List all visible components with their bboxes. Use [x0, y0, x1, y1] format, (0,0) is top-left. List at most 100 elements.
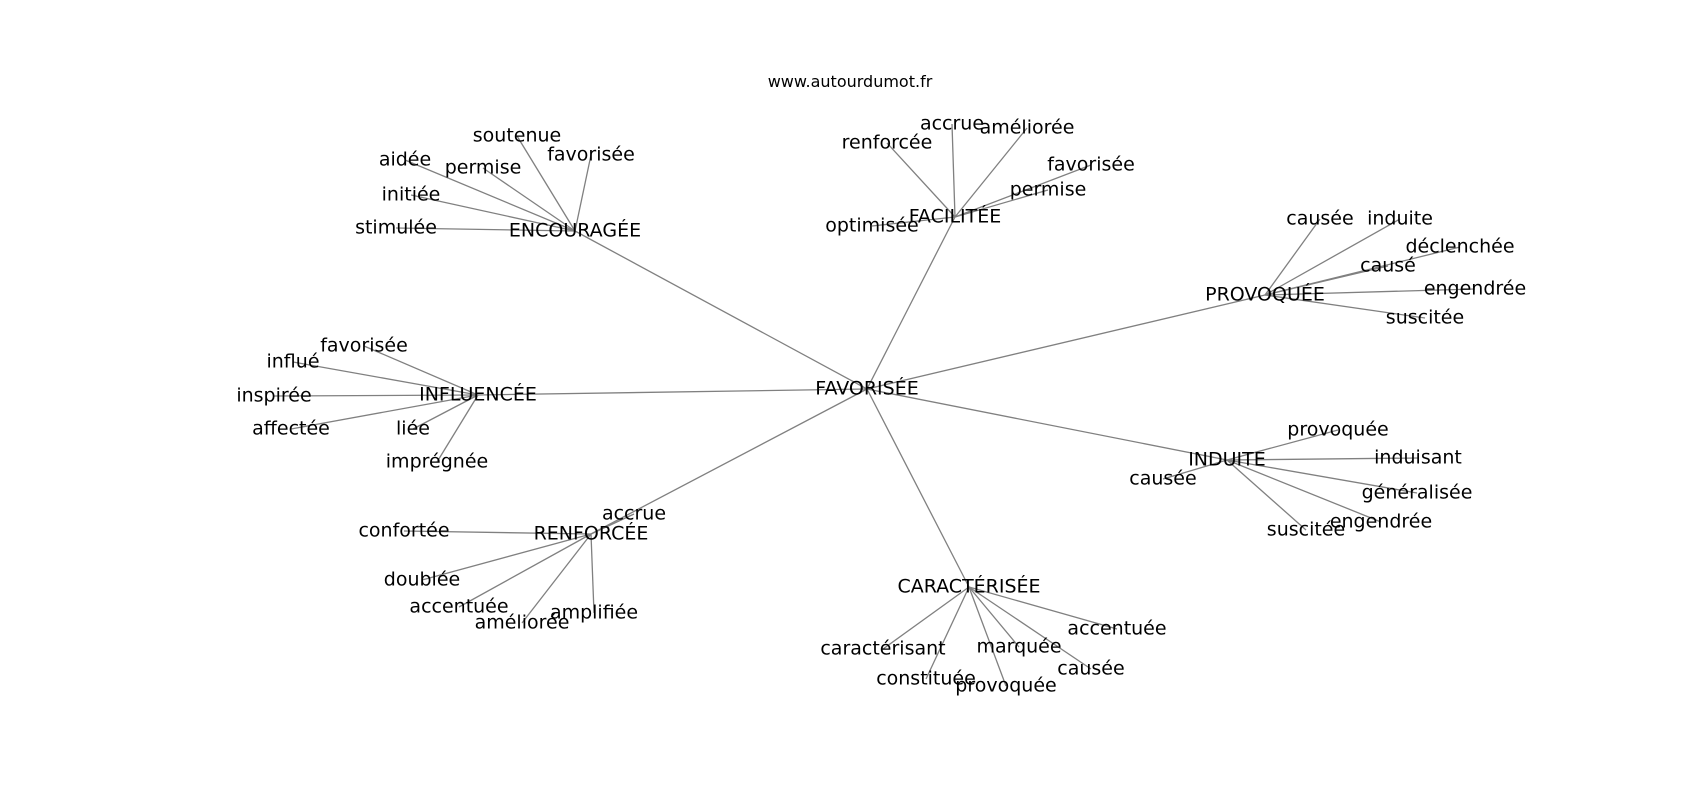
node-leaf-renforcee-amplifiee[interactable]: amplifiée: [550, 602, 638, 624]
edge-influencee-impregnee: [436, 394, 479, 463]
edge-encouragee-permise: [482, 167, 576, 232]
edge-caracterisee-marquee: [968, 586, 1020, 648]
node-leaf-influencee-liee[interactable]: liée: [396, 418, 430, 440]
edge-induite-causee: [1162, 459, 1228, 480]
edge-induite-engendree: [1226, 459, 1382, 523]
edge-renforcee-accentuee: [458, 533, 592, 608]
node-leaf-facilitee-renforcee[interactable]: renforcée: [842, 132, 933, 154]
edge-caracterisee-constituee: [925, 586, 970, 680]
node-hub-influencee[interactable]: INFLUENCÉE: [419, 383, 537, 406]
node-leaf-caracterisee-marquee[interactable]: marquée: [976, 636, 1061, 658]
edge-facilitee-favorisee: [954, 164, 1092, 218]
node-leaf-renforcee-accrue[interactable]: accrue: [602, 503, 666, 525]
edge-root-encouragee: [574, 230, 868, 390]
edge-renforcee-confortee: [403, 530, 592, 535]
node-leaf-influencee-affectee[interactable]: affectée: [252, 418, 330, 440]
edge-induite-generalisee: [1226, 459, 1418, 494]
node-leaf-encouragee-favorisee[interactable]: favorisée: [547, 144, 635, 166]
edge-facilitee-amelioree: [954, 127, 1028, 218]
node-leaf-influencee-impregnee[interactable]: imprégnée: [386, 451, 488, 473]
node-leaf-provoquee-engendree[interactable]: engendrée: [1424, 278, 1526, 300]
watermark-text: www.autourdumot.fr: [767, 72, 933, 91]
edge-influencee-inspiree: [273, 394, 479, 397]
node-leaf-facilitee-accrue[interactable]: accrue: [920, 113, 984, 135]
edge-induite-suscitee: [1226, 459, 1307, 531]
node-leaf-influencee-favorisee[interactable]: favorisée: [320, 335, 408, 357]
node-hub-provoquee[interactable]: PROVOQUÉE: [1205, 283, 1325, 306]
node-hub-induite[interactable]: INDUITE: [1188, 449, 1266, 471]
edge-provoquee-causee: [1264, 218, 1321, 296]
edge-root-renforcee: [590, 388, 868, 535]
edge-provoquee-induite: [1264, 218, 1401, 296]
node-leaf-facilitee-optimisee[interactable]: optimisée: [825, 215, 918, 237]
edge-facilitee-accrue: [951, 123, 956, 218]
node-leaf-induite-suscitee[interactable]: suscitée: [1267, 519, 1345, 541]
node-leaf-provoquee-suscitee[interactable]: suscitée: [1386, 307, 1464, 329]
node-root-favorisee[interactable]: FAVORISÉE: [815, 377, 918, 400]
edge-caracterisee-provoquee: [968, 586, 1007, 687]
edge-influencee-influe: [292, 361, 479, 396]
edge-provoquee-suscitee: [1264, 294, 1426, 319]
node-leaf-provoquee-cause[interactable]: causé: [1360, 255, 1416, 277]
edge-encouragee-initiee: [410, 194, 576, 232]
edge-root-provoquee: [866, 294, 1266, 390]
node-leaf-facilitee-favorisee[interactable]: favorisée: [1047, 154, 1135, 176]
edge-caracterisee-caracterisant: [882, 586, 970, 650]
edge-root-influencee: [477, 388, 868, 396]
node-leaf-provoquee-declenchee[interactable]: déclenchée: [1405, 236, 1514, 258]
edge-caracterisee-causee: [968, 586, 1092, 670]
edge-renforcee-accrue: [590, 513, 635, 535]
edge-influencee-favorisee: [363, 345, 479, 396]
node-leaf-encouragee-stimulee[interactable]: stimulée: [355, 217, 437, 239]
edge-facilitee-permise: [954, 189, 1049, 218]
node-hub-caracterisee[interactable]: CARACTÉRISÉE: [897, 575, 1040, 598]
node-leaf-caracterisee-causee[interactable]: causée: [1057, 658, 1124, 680]
node-hub-facilitee[interactable]: FACILITÉE: [909, 205, 1002, 228]
edge-caracterisee-accentuee: [968, 586, 1118, 630]
node-leaf-caracterisee-constituee[interactable]: constituée: [876, 668, 976, 690]
edge-encouragee-favorisee: [574, 154, 592, 232]
edge-encouragee-aidee: [404, 159, 576, 232]
node-leaf-encouragee-aidee[interactable]: aidée: [379, 149, 431, 171]
node-leaf-encouragee-soutenue[interactable]: soutenue: [473, 125, 561, 147]
node-leaf-provoquee-causee[interactable]: causée: [1286, 208, 1353, 230]
node-leaf-caracterisee-accentuee[interactable]: accentuée: [1067, 618, 1166, 640]
edge-renforcee-amelioree: [521, 533, 592, 624]
node-leaf-facilitee-amelioree[interactable]: améliorée: [980, 117, 1075, 139]
node-leaf-induite-engendree[interactable]: engendrée: [1330, 511, 1432, 533]
edge-encouragee-soutenue: [516, 135, 576, 232]
node-leaf-encouragee-initiee[interactable]: initiée: [382, 184, 441, 206]
node-leaf-provoquee-induite[interactable]: induite: [1367, 208, 1433, 230]
edge-provoquee-cause: [1264, 265, 1389, 296]
node-leaf-renforcee-accentuee[interactable]: accentuée: [409, 596, 508, 618]
node-leaf-renforcee-confortee[interactable]: confortée: [358, 520, 449, 542]
node-leaf-caracterisee-provoquee[interactable]: provoquée: [955, 675, 1056, 697]
edges-layer: [273, 123, 1476, 687]
edge-encouragee-stimulee: [395, 227, 576, 232]
node-leaf-induite-generalisee[interactable]: généralisée: [1362, 482, 1473, 504]
edge-root-caracterisee: [866, 388, 970, 588]
node-leaf-induite-provoquee[interactable]: provoquée: [1287, 419, 1388, 441]
edge-influencee-liee: [412, 394, 479, 430]
edge-influencee-affectee: [290, 394, 479, 430]
edge-induite-provoquee: [1226, 429, 1339, 461]
edge-facilitee-optimisee: [871, 216, 956, 227]
node-leaf-induite-causee[interactable]: causée: [1129, 468, 1196, 490]
node-leaf-influencee-influe[interactable]: influé: [266, 351, 319, 373]
edge-induite-induisant: [1226, 457, 1419, 461]
node-leaf-renforcee-doublee[interactable]: doublée: [384, 569, 460, 591]
node-hub-renforcee[interactable]: RENFORCÉE: [534, 522, 649, 545]
node-leaf-induite-induisant[interactable]: induisant: [1374, 447, 1462, 469]
edge-provoquee-engendree: [1264, 288, 1476, 296]
node-leaf-influencee-inspiree[interactable]: inspirée: [236, 385, 311, 407]
node-hub-encouragee[interactable]: ENCOURAGÉE: [509, 219, 641, 242]
edge-facilitee-renforcee: [886, 142, 956, 218]
node-leaf-renforcee-amelioree[interactable]: améliorée: [475, 612, 570, 634]
edge-renforcee-amplifiee: [590, 533, 595, 614]
node-leaf-encouragee-permise[interactable]: permise: [445, 157, 522, 179]
edge-renforcee-doublee: [421, 533, 592, 581]
node-leaf-facilitee-permise[interactable]: permise: [1010, 179, 1087, 201]
node-leaf-caracterisee-caracterisant[interactable]: caractérisant: [820, 638, 945, 660]
